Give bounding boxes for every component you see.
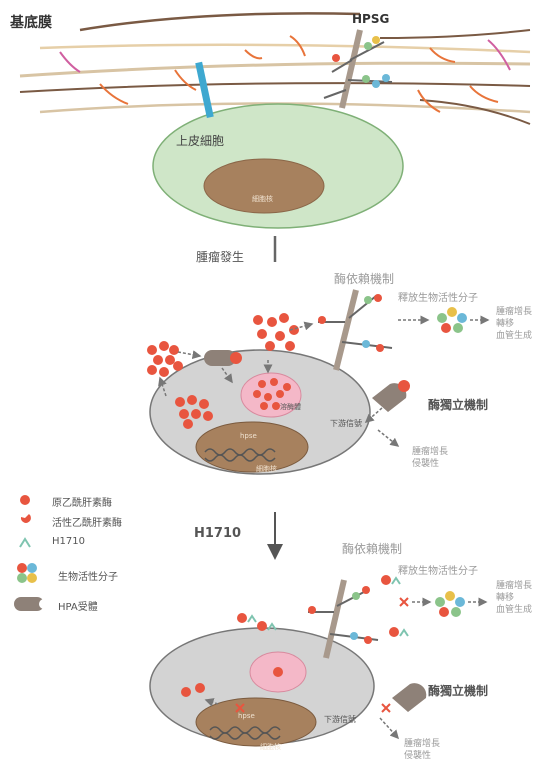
legend-bioactive-icon: [17, 563, 37, 583]
hpa-receptor-right-3: [392, 683, 427, 712]
arrows-3: [204, 597, 488, 740]
arrows-2: [158, 315, 490, 447]
nucleus2-label: 細胞核: [256, 465, 277, 473]
enzyme-inside-3a: [181, 687, 191, 697]
hpse-label-3: hpse: [238, 712, 255, 720]
tumor-effect-2: 腫瘤增長 侵襲性: [412, 446, 448, 470]
legend-receptor-icon: [14, 597, 49, 611]
blocked-marks: [235, 597, 409, 713]
hpa-receptor-top-2: [204, 350, 242, 366]
enzyme-dependent-label-2: 酶依賴機制: [334, 272, 395, 286]
pro-enzyme-cluster-outside: [147, 341, 183, 377]
enzyme-independent-label-3: 酶獨立機制: [428, 684, 489, 698]
tumor-2-invasion: 侵襲性: [412, 459, 440, 469]
secreted-active-enzymes: [253, 313, 299, 351]
outcome-3-growth: 腫瘤增長: [496, 581, 533, 591]
outcome-3-angiogenesis: 血管生成: [496, 605, 533, 615]
tumor-effect-3: 腫瘤增長 侵襲性: [404, 738, 440, 762]
nucleus-3: [195, 697, 317, 747]
enzyme-inside-3b: [195, 683, 205, 693]
pro-enzyme-cluster-inside: [175, 395, 213, 429]
tumor-3-growth: 腫瘤增長: [404, 739, 441, 749]
outcome-2-metastasis: 轉移: [496, 319, 515, 329]
nucleus-1: [203, 158, 325, 214]
lysosome-label: 溶酶體: [280, 403, 301, 411]
nucleus1-label: 細胞核: [252, 195, 273, 203]
outcome-2: 腫瘤增長 轉移 血管生成: [496, 306, 532, 342]
outcome-3: 腫瘤增長 轉移 血管生成: [496, 580, 532, 616]
enzyme-independent-label-2: 酶獨立機制: [428, 398, 489, 412]
legend-pro-enzyme-icon: [20, 495, 30, 505]
outcome-3-metastasis: 轉移: [496, 593, 515, 603]
h1710-bound-enzymes: [237, 575, 409, 637]
tumorigenesis-label: 腫瘤發生: [196, 250, 245, 264]
nucleus-2: [195, 421, 309, 473]
hpa-receptor-right-2: [372, 380, 410, 412]
legend-label-h1710: H1710: [52, 536, 85, 547]
hpsg-label: HPSG: [352, 12, 390, 26]
bioactive-molecules-2: [437, 307, 467, 333]
hpsg-proteoglycan: [323, 29, 393, 109]
enzyme-dependent-label-3: 酶依賴機制: [342, 542, 403, 556]
hpse-label-2: hpse: [240, 432, 257, 440]
hpsg-3: [308, 579, 379, 659]
blue-receptor-bar: [195, 61, 214, 119]
tumor-3-invasion: 侵襲性: [404, 751, 432, 761]
bioactive-molecules-3: [435, 591, 465, 617]
hpsg-2: [318, 289, 393, 371]
panel1-title: 基底膜: [10, 15, 52, 31]
legend-label-bioactive: 生物活性分子: [58, 572, 118, 583]
epithelial-cell-label: 上皮細胞: [176, 134, 225, 148]
release-label-2: 釋放生物活性分子: [398, 293, 478, 304]
release-label-3: 釋放生物活性分子: [398, 566, 478, 577]
legend-label-pro: 原乙酰肝素酶: [52, 498, 112, 509]
downstream-label-3: 下游信號: [324, 715, 356, 724]
legend-active-enzyme-icon: [20, 514, 31, 523]
legend-label-active: 活性乙酰肝素酶: [52, 518, 122, 529]
outcome-2-angiogenesis: 血管生成: [496, 331, 533, 341]
tumor-2-growth: 腫瘤增長: [412, 447, 449, 457]
downstream-label-2: 下游信號: [330, 419, 362, 428]
outcome-2-growth: 腫瘤增長: [496, 307, 533, 317]
lysosome-enzymes: [253, 378, 291, 410]
h1710-label: H1710: [194, 526, 242, 541]
legend-label-receptor: HPA受體: [58, 602, 98, 613]
legend-h1710-icon: [19, 537, 31, 548]
nucleus3-label: 細胞核: [260, 743, 281, 751]
